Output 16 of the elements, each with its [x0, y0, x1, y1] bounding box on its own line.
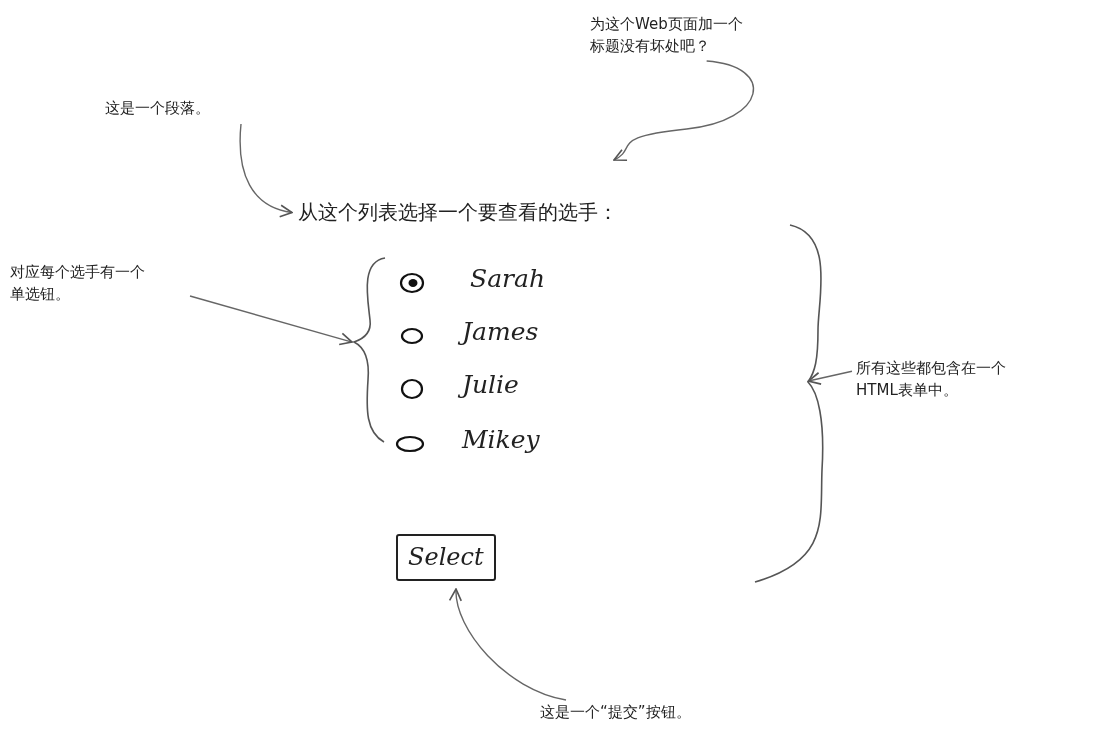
brace — [353, 257, 386, 443]
paragraph-text: 从这个列表选择一个要查看的选手： — [298, 198, 778, 227]
option-label: Sarah — [470, 264, 545, 293]
callout-text: 对应每个选手有一个单选钮。 — [10, 262, 150, 306]
callout-text: 为这个Web页面加一个标题没有坏处吧？ — [590, 14, 752, 58]
arrow — [613, 60, 754, 161]
brace — [754, 224, 824, 583]
callout-text: 这是一个段落。 — [105, 98, 265, 120]
callout-text: 这是一个“提交”按钮。 — [540, 702, 800, 724]
callout-text: 所有这些都包含在一个HTML表单中。 — [856, 358, 1016, 402]
arrow — [450, 588, 567, 701]
arrow — [189, 295, 353, 346]
arrow — [807, 370, 853, 385]
option-label: Mikey — [462, 425, 540, 454]
arrow — [239, 123, 293, 217]
select-button: Select — [396, 534, 496, 581]
